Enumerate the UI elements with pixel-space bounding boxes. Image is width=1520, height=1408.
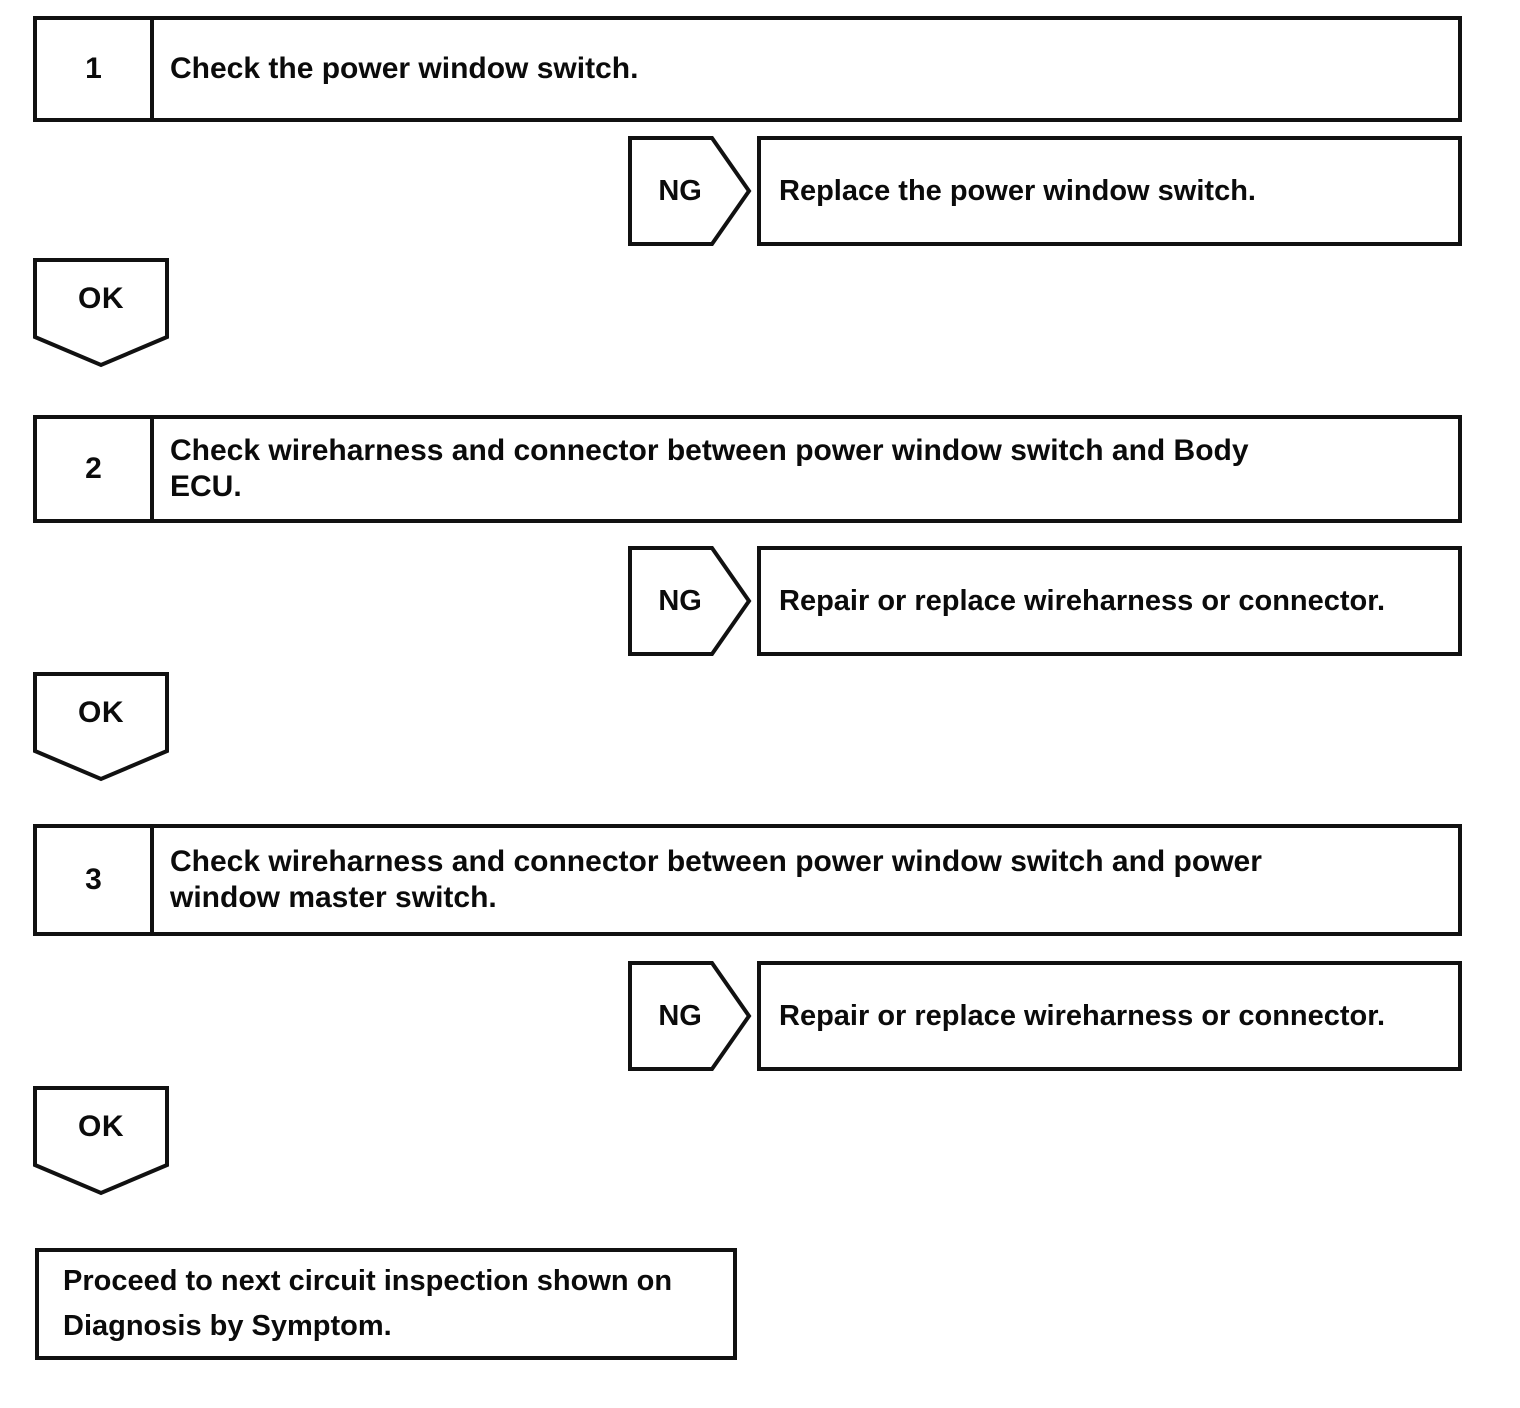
step-2-ng-arrow: NG: [628, 546, 752, 656]
step-3-ng-result-text: Repair or replace wireharness or connect…: [779, 999, 1386, 1032]
step-2-box: 2 Check wireharness and connector betwee…: [33, 415, 1462, 523]
step-2-ng-result-text: Repair or replace wireharness or connect…: [779, 584, 1386, 617]
step-3-instruction-line: window master switch.: [170, 881, 497, 914]
ng-arrow-shape-icon: [628, 136, 752, 246]
step-2-instruction-line: ECU.: [170, 470, 242, 503]
step-2-number: 2: [37, 419, 154, 519]
step-2-ng-result-box: Repair or replace wireharness or connect…: [757, 546, 1462, 656]
step-1-box: 1 Check the power window switch.: [33, 16, 1462, 122]
terminal-line-1: Proceed to next circuit inspection shown…: [63, 1265, 673, 1297]
step-3-ng-arrow: NG: [628, 961, 752, 1071]
step-1-ng-arrow: NG: [628, 136, 752, 246]
step-1-instruction-line: Check the power window switch.: [170, 52, 639, 85]
step-3-instruction-line: Check wireharness and connector between …: [170, 845, 1262, 878]
step-3-ng-result-box: Repair or replace wireharness or connect…: [757, 961, 1462, 1071]
step-1-ok-label: OK: [78, 281, 124, 315]
step-3-ok-marker: OK: [33, 1086, 169, 1196]
step-1-ng-result-box: Replace the power window switch.: [757, 136, 1462, 246]
ok-arrow-shape-icon: [33, 1086, 169, 1196]
step-1-instruction: Check the power window switch.: [154, 20, 1458, 118]
step-1-ok-marker: OK: [33, 258, 169, 368]
terminal-line-2: Diagnosis by Symptom.: [63, 1310, 392, 1342]
step-2-ok-marker: OK: [33, 672, 169, 782]
step-2-ok-label: OK: [78, 695, 124, 729]
terminal-box: Proceed to next circuit inspection shown…: [35, 1248, 737, 1360]
step-2-instruction-line: Check wireharness and connector between …: [170, 434, 1249, 467]
step-1-ng-result-text: Replace the power window switch.: [779, 174, 1256, 207]
step-2-instruction: Check wireharness and connector between …: [154, 419, 1458, 519]
ok-arrow-shape-icon: [33, 672, 169, 782]
step-3-ok-label: OK: [78, 1109, 124, 1143]
step-3-instruction: Check wireharness and connector between …: [154, 828, 1458, 932]
ok-arrow-shape-icon: [33, 258, 169, 368]
ng-arrow-shape-icon: [628, 961, 752, 1071]
step-3-number: 3: [37, 828, 154, 932]
ng-arrow-shape-icon: [628, 546, 752, 656]
step-1-number: 1: [37, 20, 154, 118]
step-3-box: 3 Check wireharness and connector betwee…: [33, 824, 1462, 936]
step-1-ng-label: NG: [658, 174, 702, 207]
step-2-ng-label: NG: [658, 584, 702, 617]
step-3-ng-label: NG: [658, 999, 702, 1032]
